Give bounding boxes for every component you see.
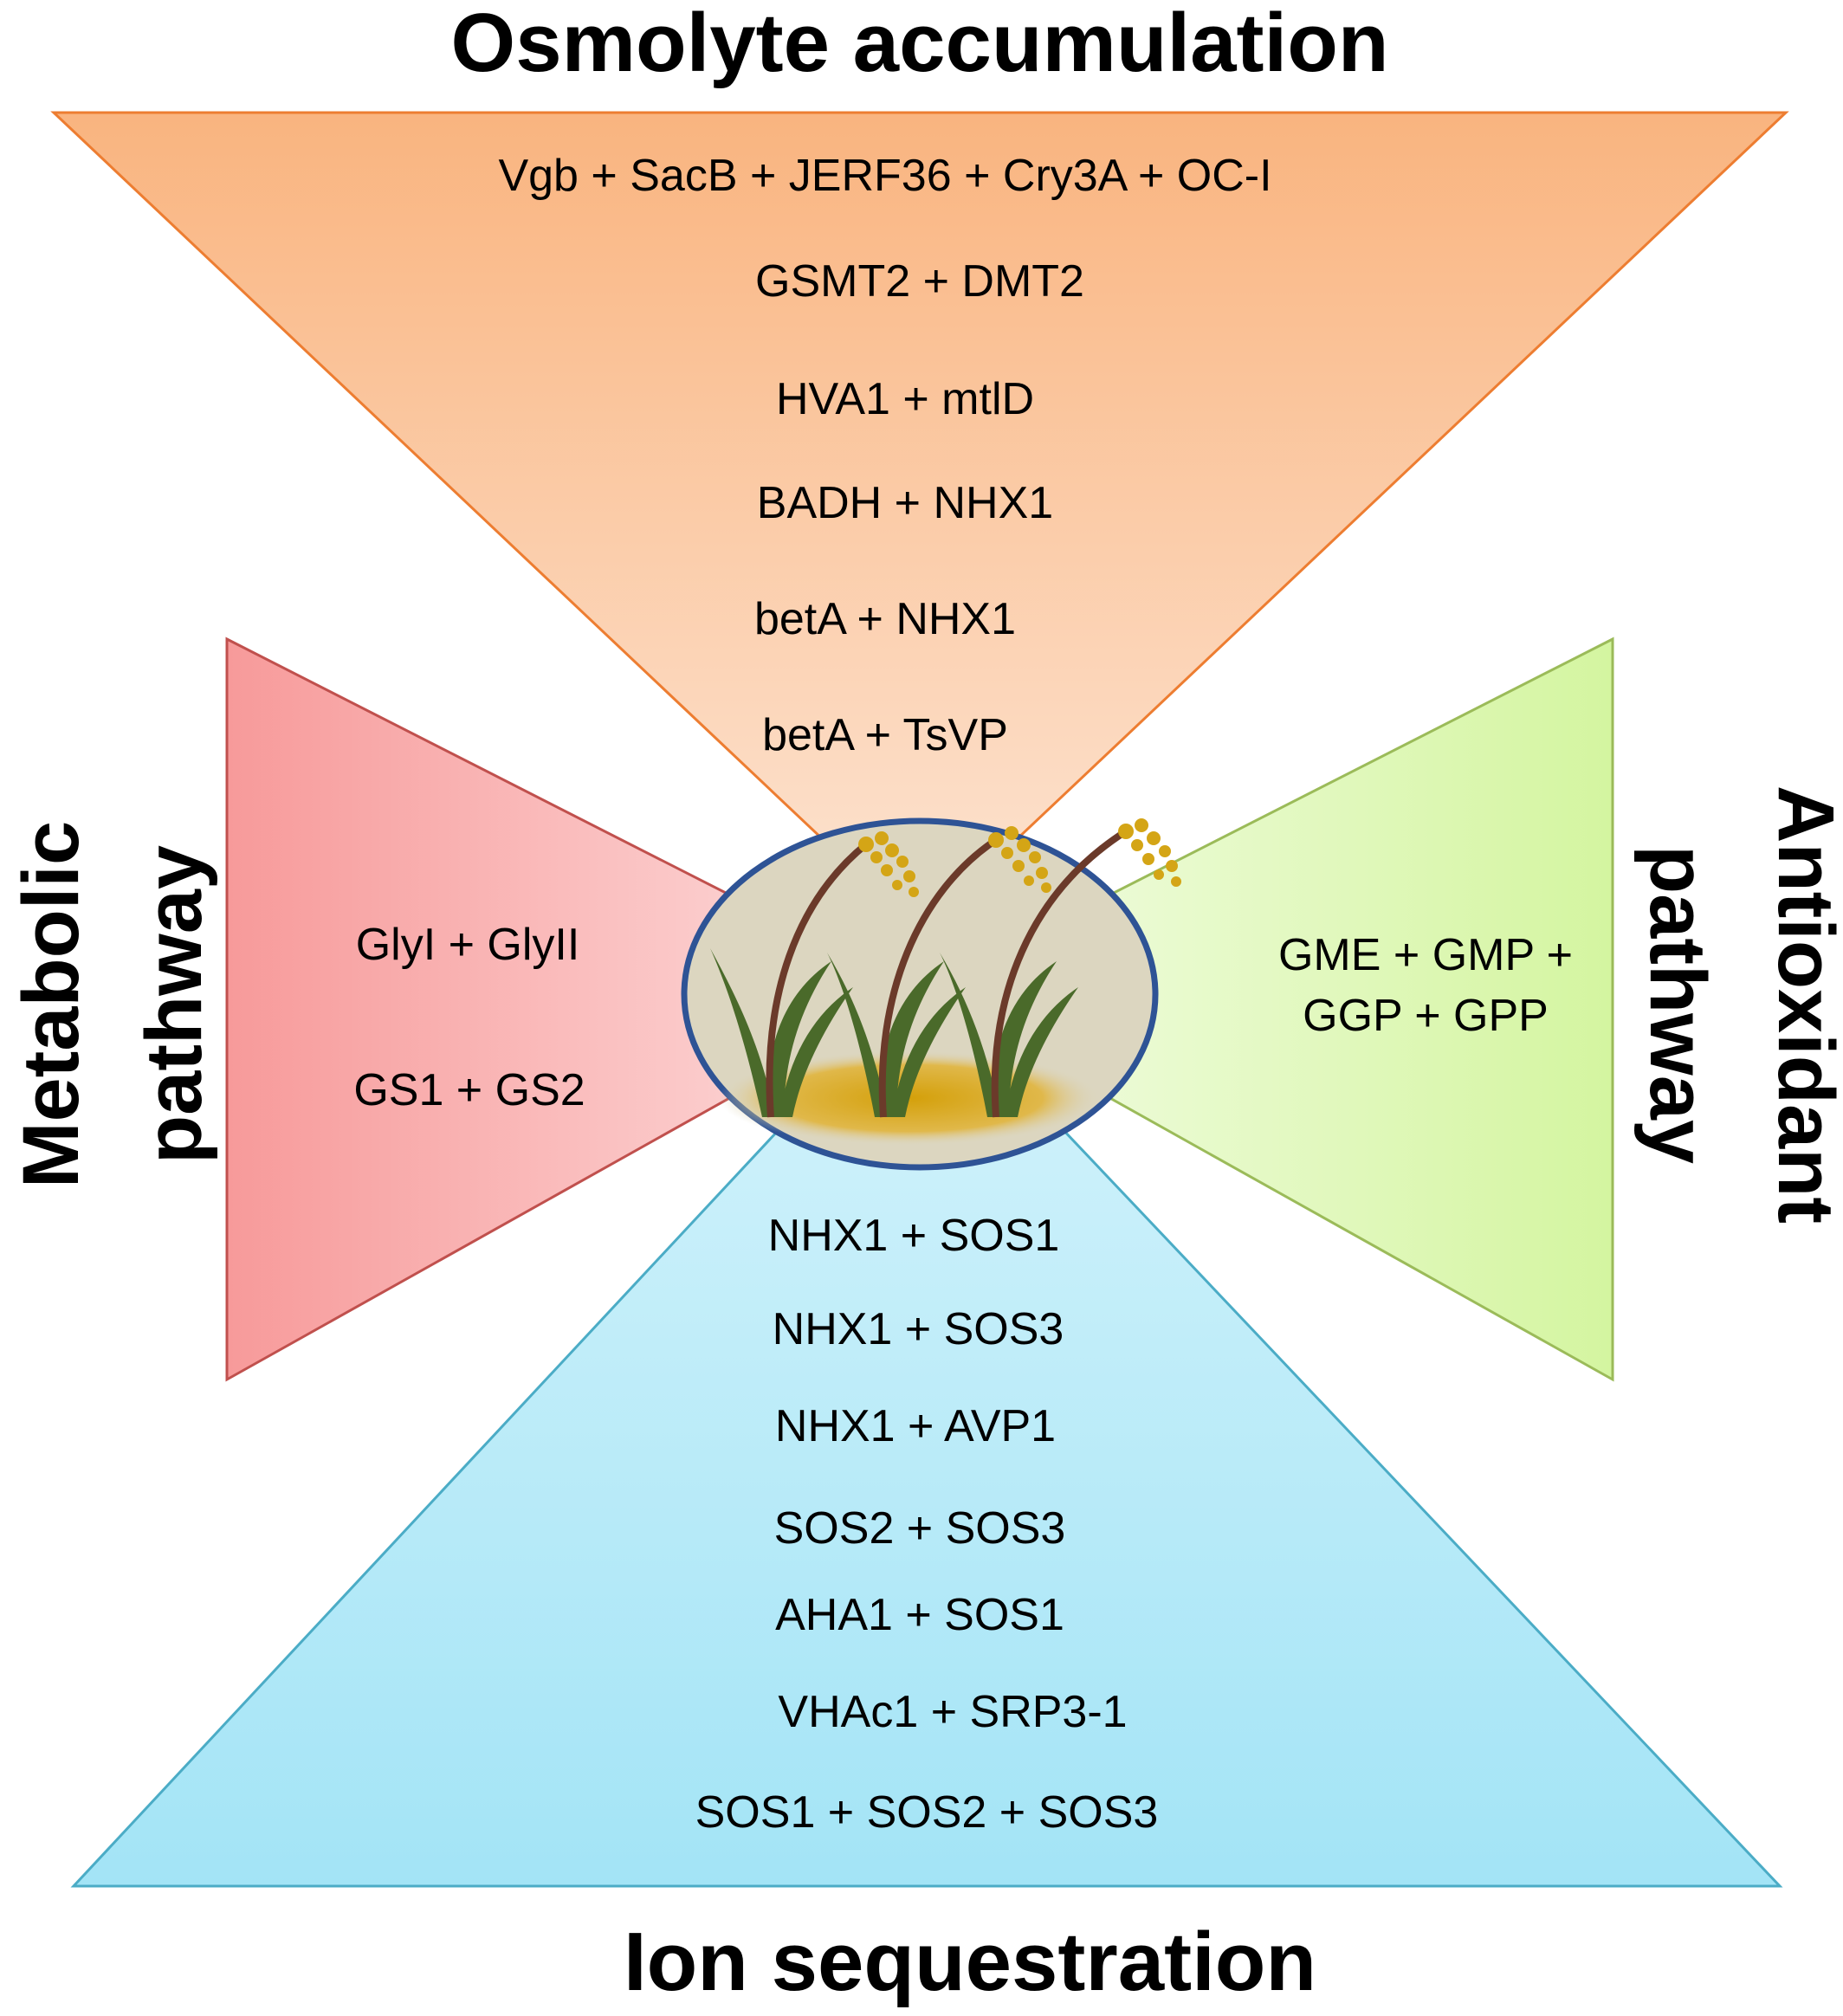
ion-items: NHX1 + SOS1 NHX1 + SOS3 NHX1 + AVP1 SOS2… bbox=[695, 1211, 1159, 1838]
ion-item: AHA1 + SOS1 bbox=[775, 1590, 1064, 1640]
antioxidant-item: GME + GMP + bbox=[1278, 930, 1573, 980]
metabolic-item: GS1 + GS2 bbox=[353, 1065, 585, 1115]
ion-item: NHX1 + SOS3 bbox=[773, 1304, 1064, 1354]
osmolyte-triangle bbox=[50, 111, 1789, 934]
osmolyte-item: Vgb + SacB + JERF36 + Cry3A + OC-I bbox=[498, 151, 1271, 201]
title-ion: Ion sequestration bbox=[624, 1916, 1316, 2008]
antioxidant-triangle bbox=[916, 636, 1614, 1382]
title-metabolic-line2: pathway bbox=[130, 845, 218, 1164]
ion-item: VHAc1 + SRP3-1 bbox=[778, 1687, 1127, 1737]
ion-item: NHX1 + AVP1 bbox=[775, 1401, 1056, 1451]
antioxidant-item: GGP + GPP bbox=[1303, 991, 1549, 1041]
title-osmolyte: Osmolyte accumulation bbox=[451, 0, 1389, 89]
osmolyte-item: betA + NHX1 bbox=[754, 594, 1016, 644]
osmolyte-item: betA + TsVP bbox=[762, 710, 1008, 760]
osmolyte-item: BADH + NHX1 bbox=[757, 478, 1053, 528]
rice-plant-illustration bbox=[681, 817, 1181, 1171]
osmolyte-item: HVA1 + mtlD bbox=[776, 374, 1034, 424]
ion-item: NHX1 + SOS1 bbox=[768, 1211, 1060, 1261]
ion-triangle bbox=[70, 976, 1783, 1888]
metabolic-item: GlyI + GlyII bbox=[356, 920, 580, 970]
title-metabolic-line1: Metabolic bbox=[7, 821, 95, 1188]
osmolyte-item: GSMT2 + DMT2 bbox=[755, 256, 1084, 307]
metabolic-triangle bbox=[225, 636, 923, 1382]
title-antioxidant-line1: Antioxidant bbox=[1762, 785, 1843, 1224]
ion-item: SOS1 + SOS2 + SOS3 bbox=[695, 1787, 1159, 1838]
antioxidant-items: GME + GMP + GGP + GPP bbox=[1278, 930, 1573, 1041]
ion-item: SOS2 + SOS3 bbox=[774, 1503, 1066, 1554]
metabolic-items: GlyI + GlyII GS1 + GS2 bbox=[353, 920, 585, 1115]
osmolyte-items: Vgb + SacB + JERF36 + Cry3A + OC-I GSMT2… bbox=[498, 151, 1271, 760]
title-antioxidant-line2: pathway bbox=[1633, 845, 1722, 1164]
